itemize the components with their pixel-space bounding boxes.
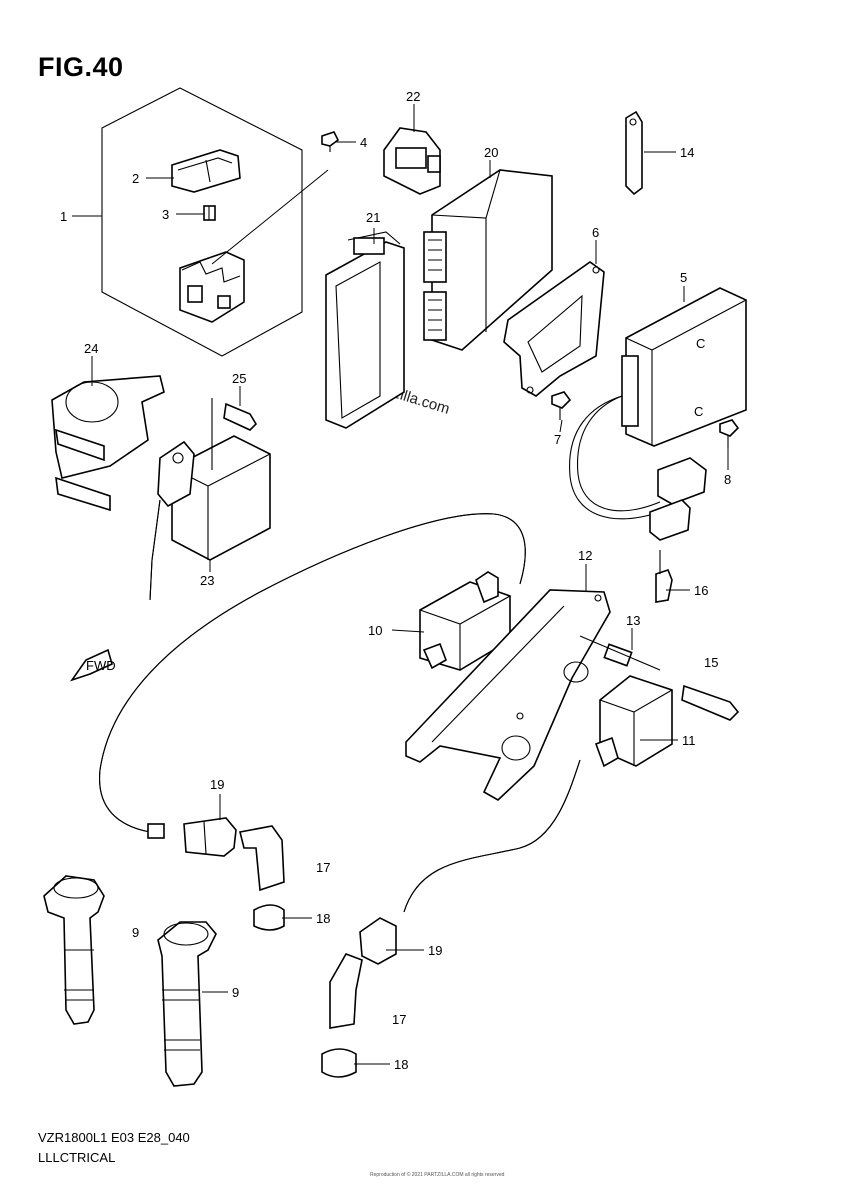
callout-5[interactable]: 5 — [680, 270, 687, 285]
copyright-note: Reproduction of © 2021 PARTZILLA.COM all… — [370, 1172, 505, 1178]
ecm-holder-part-21[interactable] — [325, 231, 405, 429]
section-name: LLLCTRICAL — [38, 1150, 116, 1165]
bracket-part-6[interactable] — [503, 261, 605, 397]
plug-cap-part-19-left[interactable] — [183, 817, 237, 857]
bolt-part-16[interactable] — [655, 550, 673, 603]
callout-8[interactable]: 8 — [724, 472, 731, 487]
relay-cover-part[interactable] — [171, 149, 241, 193]
callout-19a[interactable]: 19 — [210, 777, 224, 792]
mounting-plate-part-12[interactable] — [405, 589, 611, 801]
ecm-unit-part-20[interactable] — [423, 169, 553, 351]
high-tension-cord-short — [403, 759, 581, 913]
svg-text:C: C — [696, 336, 705, 351]
control-unit-harness — [569, 395, 707, 541]
high-tension-cord-long — [99, 513, 526, 839]
callout-19b[interactable]: 19 — [428, 943, 442, 958]
plug-cap-part-19-right[interactable] — [359, 917, 397, 965]
callout-14[interactable]: 14 — [680, 145, 694, 160]
stick-coil-part-9-a[interactable] — [43, 875, 105, 1025]
callout-3[interactable]: 3 — [162, 207, 169, 222]
connector-part-22[interactable] — [383, 127, 441, 195]
callout-17b[interactable]: 17 — [392, 1012, 406, 1027]
callout-16[interactable]: 16 — [694, 583, 708, 598]
callout-18b[interactable]: 18 — [394, 1057, 408, 1072]
bolt-part-25[interactable] — [211, 398, 258, 470]
callout-9a[interactable]: 9 — [132, 925, 139, 940]
callout-23[interactable]: 23 — [200, 573, 214, 588]
callout-12[interactable]: 12 — [578, 548, 592, 563]
figure-title: FIG.40 — [38, 52, 124, 82]
bolt-part-8[interactable] — [719, 419, 740, 448]
plug-boot-part-17-right[interactable] — [329, 953, 363, 1029]
callout-20[interactable]: 20 — [484, 145, 498, 160]
seal-part-18-left[interactable] — [253, 904, 285, 931]
plug-boot-part-17-left[interactable] — [239, 825, 285, 892]
callout-6[interactable]: 6 — [592, 225, 599, 240]
spacer-part-13[interactable] — [579, 635, 661, 671]
callout-13[interactable]: 13 — [626, 613, 640, 628]
ignition-coil-part-11[interactable] — [594, 675, 673, 768]
bolt-part-7[interactable] — [551, 391, 572, 420]
callout-18a[interactable]: 18 — [316, 911, 330, 926]
fuse-part[interactable] — [203, 205, 216, 221]
callout-21[interactable]: 21 — [366, 210, 380, 225]
strap-part-14[interactable] — [625, 110, 643, 196]
callout-10[interactable]: 10 — [368, 623, 382, 638]
model-code: VZR1800L1 E03 E28_040 — [38, 1130, 190, 1145]
forward-direction-arrow — [69, 648, 113, 682]
callout-25[interactable]: 25 — [232, 371, 246, 386]
leader-lines — [72, 104, 729, 1065]
ignition-coil-part-10[interactable] — [419, 571, 511, 671]
callout-7[interactable]: 7 — [554, 432, 561, 447]
callout-11[interactable]: 11 — [682, 733, 696, 748]
callout-24[interactable]: 24 — [84, 341, 98, 356]
svg-text:C: C — [694, 404, 703, 419]
bolt-part-15[interactable] — [681, 684, 740, 721]
fwd-label: FWD — [86, 658, 116, 673]
seal-part-18-right[interactable] — [321, 1048, 357, 1078]
callout-22[interactable]: 22 — [406, 89, 420, 104]
callout-15[interactable]: 15 — [704, 655, 718, 670]
holder-part-24[interactable] — [51, 375, 165, 512]
starter-relay-part[interactable] — [179, 251, 245, 323]
unit-part-23[interactable] — [149, 435, 271, 601]
control-unit-part-5[interactable]: C C — [621, 287, 747, 447]
callout-1[interactable]: 1 — [60, 209, 67, 224]
callout-9b[interactable]: 9 — [232, 985, 239, 1000]
callout-4[interactable]: 4 — [360, 135, 367, 150]
screw-part-4[interactable] — [321, 131, 340, 152]
stick-coil-part-9-b[interactable] — [157, 921, 217, 1087]
callout-2[interactable]: 2 — [132, 171, 139, 186]
callout-labels: 1 2 3 4 5 6 7 8 9 9 10 11 12 13 14 15 16… — [60, 89, 731, 1072]
relay-kit-group-box — [101, 87, 303, 357]
callout-17a[interactable]: 17 — [316, 860, 330, 875]
